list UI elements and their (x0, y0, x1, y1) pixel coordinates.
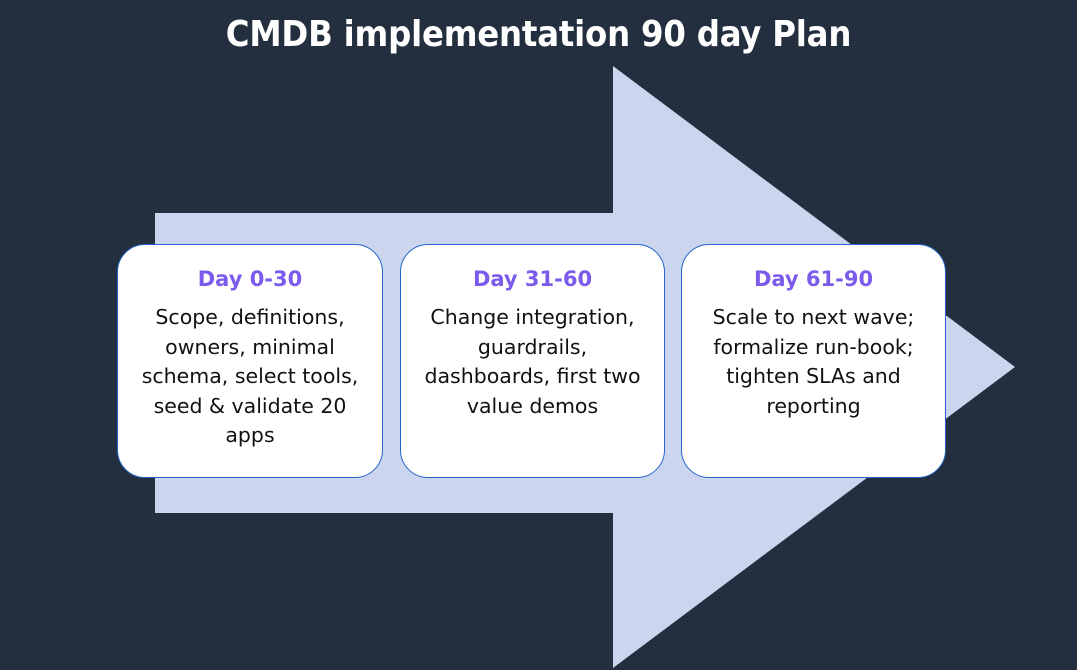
phase-card-body: Scale to next wave; formalize run-book; … (712, 305, 915, 418)
phase-card-day-61-90[interactable]: Day 61-90 Scale to next wave; formalize … (681, 244, 946, 478)
phase-card-heading: Day 0-30 (197, 267, 303, 291)
phase-card-body: Scope, definitions, owners, minimal sche… (141, 305, 359, 447)
phase-card-day-31-60[interactable]: Day 31-60 Change integration, guardrails… (400, 244, 665, 478)
page-title: CMDB implementation 90 day Plan (225, 14, 852, 55)
phase-card-day-0-30[interactable]: Day 0-30 Scope, definitions, owners, min… (117, 244, 383, 478)
phase-card-heading: Day 31-60 (472, 267, 593, 291)
phase-card-heading: Day 61-90 (753, 267, 874, 291)
phase-card-body: Change integration, guardrails, dashboar… (424, 305, 641, 418)
